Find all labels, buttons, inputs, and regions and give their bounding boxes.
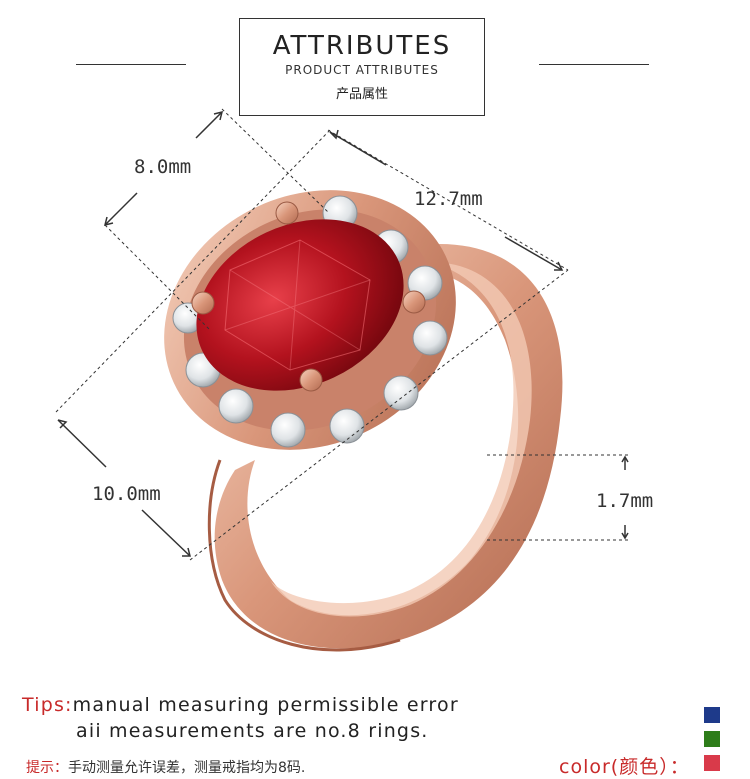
ruby-stone — [196, 219, 404, 391]
page-subtitle: PRODUCT ATTRIBUTES — [285, 63, 439, 77]
band-width-label: 1.7mm — [596, 490, 654, 512]
dimension-lines — [55, 108, 630, 561]
header-rule-left — [76, 64, 186, 65]
ring-band — [207, 243, 563, 652]
color-label: color(颜色）： — [559, 756, 690, 778]
head-width-label: 10.0mm — [92, 483, 161, 505]
tips-block: Tips:manual measuring permissible error … — [22, 694, 459, 742]
page-title: ATTRIBUTES — [272, 31, 452, 61]
tips-label: Tips: — [22, 694, 73, 716]
ruby-prongs — [191, 201, 426, 392]
color-swatch-green[interactable] — [704, 731, 720, 747]
page-subtitle-cn: 产品属性 — [335, 87, 388, 102]
header-rule-right — [539, 64, 649, 65]
color-swatch-red[interactable] — [704, 755, 720, 771]
tips-text-1: manual measuring permissible error — [72, 694, 459, 716]
tips-cn-label: 提示： — [26, 760, 68, 776]
dimension-arrows — [57, 110, 629, 557]
color-swatch-blue[interactable] — [704, 707, 720, 723]
stone-length-label: 12.7mm — [414, 188, 483, 210]
tips-text-2: aii measurements are no.8 rings. — [76, 720, 429, 742]
stone-width-label: 8.0mm — [134, 156, 192, 178]
tips-line-1: Tips:manual measuring permissible error — [22, 694, 459, 716]
tips-cn-block: 提示：手动测量允许误差，测量戒指均为8码. — [26, 757, 305, 777]
attributes-title-box: ATTRIBUTES PRODUCT ATTRIBUTES 产品属性 — [239, 18, 485, 116]
tips-cn-text: 手动测量允许误差，测量戒指均为8码. — [68, 760, 306, 776]
